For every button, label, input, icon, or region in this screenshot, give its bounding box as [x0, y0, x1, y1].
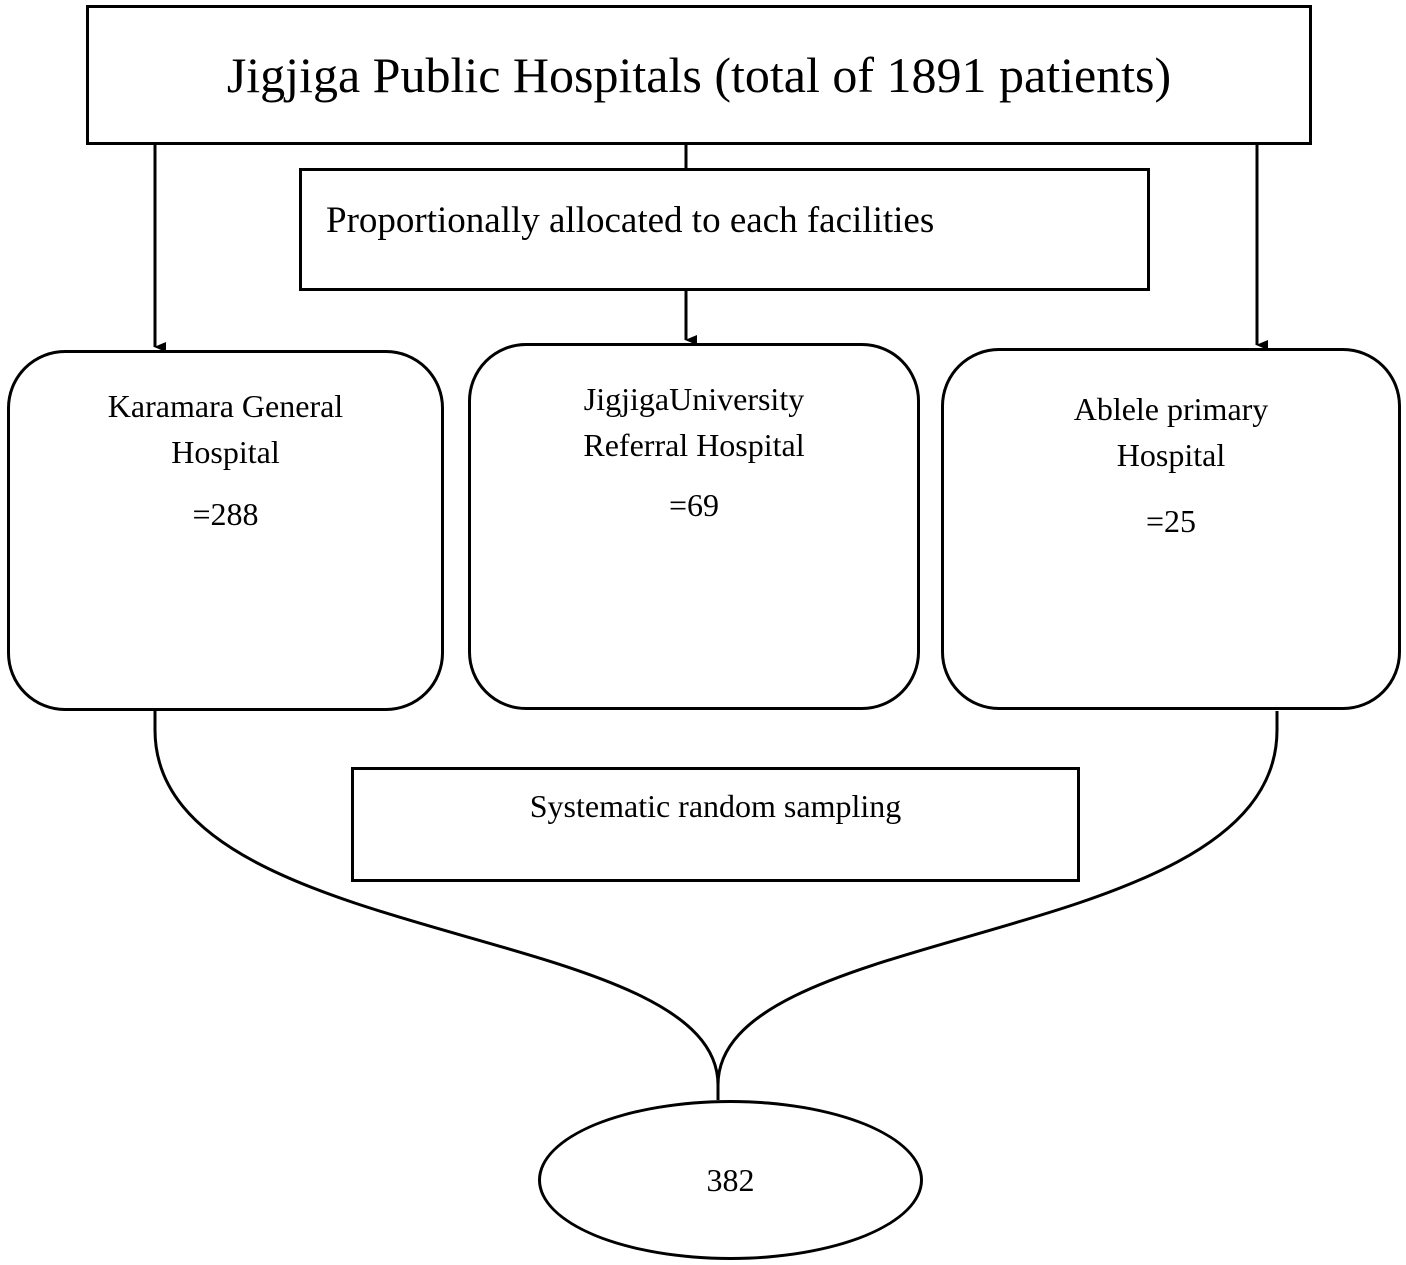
hospital-name-line1: JigjigaUniversity — [583, 381, 805, 417]
hospital-name-line2: Hospital — [171, 434, 280, 470]
hospital-name-line2: Referral Hospital — [583, 427, 805, 463]
hospital-name-line1: Karamara General — [107, 388, 344, 424]
diagram-title-box: Jigjiga Public Hospitals (total of 1891 … — [86, 5, 1312, 145]
hospital-name-line1: Ablele primary — [1073, 391, 1269, 427]
hospital-box-karamara: Karamara General Hospital =288 — [7, 350, 444, 711]
hospital-sample-count: =288 — [192, 496, 259, 532]
total-sample-value: 382 — [706, 1161, 755, 1198]
sampling-method-box: Systematic random sampling — [351, 767, 1080, 882]
curve-left-to-result — [153, 711, 720, 1086]
allocation-step-label: Proportionally allocated to each facilit… — [326, 200, 935, 241]
curve-right-to-result — [716, 711, 1279, 1086]
hospital-sample-count: =25 — [1145, 503, 1197, 539]
total-sample-ellipse: 382 — [538, 1100, 923, 1260]
hospital-box-ablele: Ablele primary Hospital =25 — [941, 348, 1401, 710]
allocation-step-box: Proportionally allocated to each facilit… — [299, 168, 1150, 291]
hospital-sample-count: =69 — [668, 487, 720, 523]
diagram-title: Jigjiga Public Hospitals (total of 1891 … — [226, 47, 1172, 103]
hospital-name-line2: Hospital — [1116, 437, 1226, 473]
sampling-method-label: Systematic random sampling — [529, 788, 902, 824]
hospital-box-jigjiga-university: JigjigaUniversity Referral Hospital =69 — [468, 343, 920, 710]
